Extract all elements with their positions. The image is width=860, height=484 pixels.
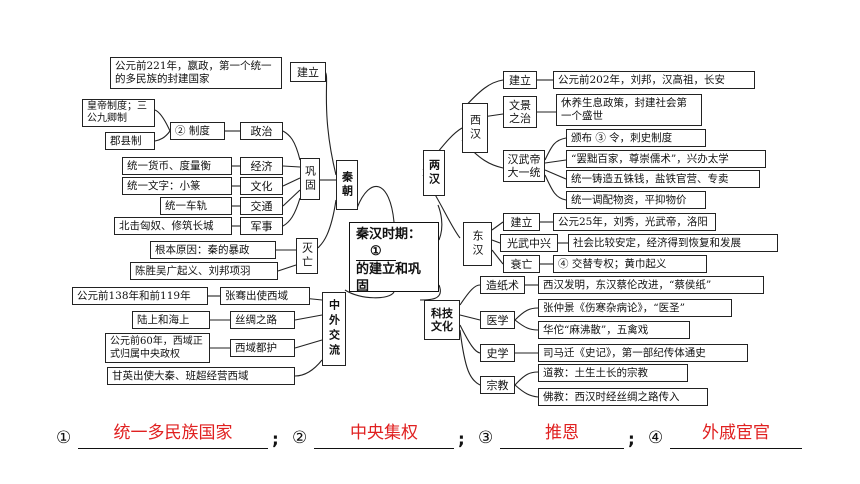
center-topic: 秦汉时期： ① 的建立和巩固 xyxy=(349,222,439,294)
shuaiwang-label: 衰亡 xyxy=(503,255,540,273)
answer-3-value[interactable]: 推恩 xyxy=(500,420,624,449)
wudi-label: 汉武帝大一统 xyxy=(503,150,545,182)
wudi-item-2: “罢黜百家，尊崇儒术”，兴办太学 xyxy=(566,150,766,168)
answer-3-num: ③ xyxy=(478,428,494,448)
zhengzhi-leaf-1: 皇帝制度；三公九卿制 xyxy=(82,99,155,127)
center-title: 秦汉时期： xyxy=(356,227,422,242)
center-subtitle: 的建立和巩固 xyxy=(356,262,422,294)
duhu-label: 西域都护 xyxy=(230,339,295,357)
xihan-jianli-text: 公元前202年，刘邦，汉高祖，长安 xyxy=(553,71,755,89)
answer-4-num: ④ xyxy=(648,428,664,448)
qin-jianli-text: 公元前221年，嬴政，第一个统一的多民族的封建国家 xyxy=(110,57,282,89)
zhangqian-text: 公元前138年和前119年 xyxy=(72,287,208,305)
miewang-text-2: 陈胜吴广起义、刘邦项羽 xyxy=(130,262,278,280)
shixue-label: 史学 xyxy=(480,344,515,362)
keji-node: 科技文化 xyxy=(424,300,460,340)
qin-node: 秦朝 xyxy=(336,160,358,210)
mind-map: 秦汉时期： ① 的建立和巩固 秦朝 建立 公元前221年，嬴政，第一个统一的多民… xyxy=(72,57,778,406)
zhongxing-text: 社会比较安定，经济得到恢复和发展 xyxy=(568,234,778,252)
miewang-text-1: 根本原因：秦的暴政 xyxy=(150,241,276,259)
zhongxing-label: 光武中兴 xyxy=(500,234,558,252)
xihan-jianli-label: 建立 xyxy=(503,71,537,89)
separator: ; xyxy=(628,430,635,450)
donghan-jianli-label: 建立 xyxy=(503,213,540,231)
junshi-label: 军事 xyxy=(240,217,283,235)
center-blank: ① xyxy=(356,243,396,261)
qin-miewang-label: 灭亡 xyxy=(296,238,318,274)
wenjing-label: 文景之治 xyxy=(503,96,537,128)
yixue-item-1: 张仲景《伤寒杂病论》，“医圣” xyxy=(538,299,732,317)
answer-row: ① 统一多民族国家 ; ② 中央集权 ; ③ 推恩 ; ④ 外戚宦官 xyxy=(56,418,846,458)
wudi-item-1: 颁布 ③ 令，刺史制度 xyxy=(566,129,706,147)
zongjiao-item-2: 佛教：西汉时经丝绸之路传入 xyxy=(538,388,708,406)
jiaotong-text: 统一车轨 xyxy=(160,197,232,215)
answer-1-num: ① xyxy=(56,428,72,448)
jingji-label: 经济 xyxy=(240,157,283,175)
zhongwai-node: 中外交流 xyxy=(322,292,346,366)
qin-jianli-label: 建立 xyxy=(290,62,326,82)
zhangqian-label: 张骞出使西域 xyxy=(220,287,310,305)
zhengzhi-label: 政治 xyxy=(240,122,283,140)
yixue-item-2: 华佗“麻沸散”，五禽戏 xyxy=(538,321,690,339)
yixue-label: 医学 xyxy=(480,311,515,329)
jiaotong-label: 交通 xyxy=(240,197,283,215)
answer-2-num: ② xyxy=(292,428,308,448)
duhu-text: 公元前60年，西域正式归属中央政权 xyxy=(105,333,210,363)
answer-4-value[interactable]: 外戚宦官 xyxy=(670,420,802,449)
qin-gonggu-label: 巩固 xyxy=(300,158,320,200)
zhengzhi-leaf-2: 郡县制 xyxy=(105,132,155,150)
separator: ; xyxy=(272,430,279,450)
wenhua-label: 文化 xyxy=(240,177,283,195)
wenjing-text: 休养生息政策，封建社会第一个盛世 xyxy=(556,94,702,126)
zongjiao-item-1: 道教：土生土长的宗教 xyxy=(538,364,688,382)
zongjiao-label: 宗教 xyxy=(480,376,515,394)
silu-label: 丝绸之路 xyxy=(230,311,295,329)
xihan-label: 西汉 xyxy=(462,103,488,153)
shuaiwang-text: ④ 交替专权；黄巾起义 xyxy=(553,255,707,273)
donghan-label: 东汉 xyxy=(463,222,492,266)
wenhua-text: 统一文字：小篆 xyxy=(122,177,232,195)
wudi-item-4: 统一调配物资，平抑物价 xyxy=(566,191,706,209)
zaozhi-text: 西汉发明，东汉蔡伦改进，“蔡侯纸” xyxy=(538,276,764,294)
zhengzhi-mid: ② 制度 xyxy=(170,122,225,140)
zaozhi-label: 造纸术 xyxy=(480,276,525,294)
separator: ; xyxy=(458,430,465,450)
donghan-jianli-text: 公元25年，刘秀，光武帝，洛阳 xyxy=(553,213,716,231)
silu-text: 陆上和海上 xyxy=(132,311,210,329)
wudi-item-3: 统一铸造五铢钱，盐铁官营、专卖 xyxy=(566,170,760,188)
jingji-text: 统一货币、度量衡 xyxy=(122,157,232,175)
answer-2-value[interactable]: 中央集权 xyxy=(314,420,454,449)
han-node: 两汉 xyxy=(423,150,445,196)
ganying-text: 甘英出使大秦、班超经营西域 xyxy=(107,367,295,385)
junshi-text: 北击匈奴、修筑长城 xyxy=(114,217,232,235)
connector-lines xyxy=(154,71,568,398)
shixue-text: 司马迁《史记》，第一部纪传体通史 xyxy=(538,344,748,362)
answer-1-value[interactable]: 统一多民族国家 xyxy=(78,420,268,449)
